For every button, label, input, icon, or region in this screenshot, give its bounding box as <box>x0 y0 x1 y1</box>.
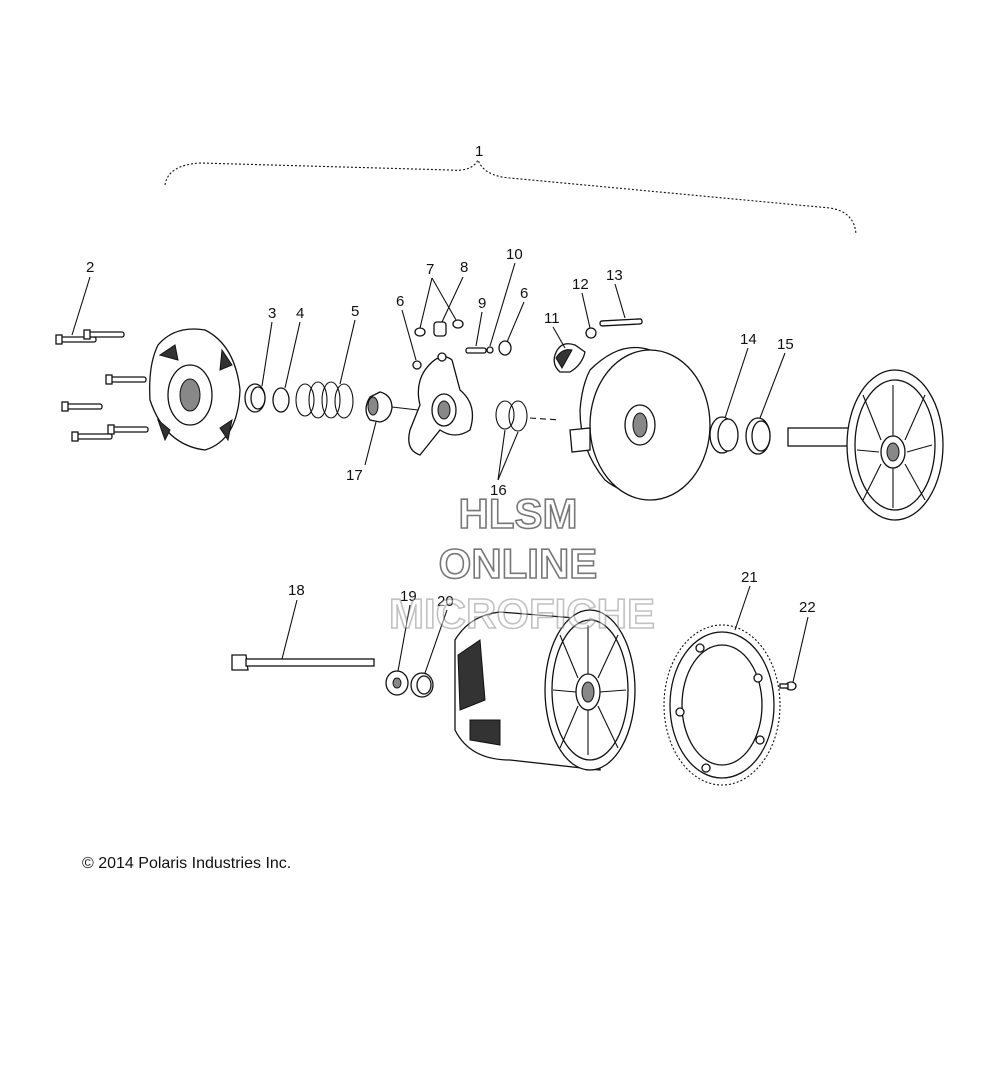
callout-6b: 6 <box>520 285 528 302</box>
callout-10: 10 <box>506 246 523 263</box>
callout-19: 19 <box>400 588 417 605</box>
assembly-bracket <box>164 158 857 236</box>
clutch-assembly <box>454 609 636 771</box>
ring-part-3 <box>244 383 266 413</box>
callout-labels: 1 2 3 4 5 6 7 8 9 10 6 11 12 13 14 15 16… <box>86 143 816 616</box>
callout-2: 2 <box>86 259 94 276</box>
ring-part-15 <box>745 417 771 455</box>
callout-21: 21 <box>741 569 758 586</box>
copyright-notice: © 2014 Polaris Industries Inc. <box>82 855 292 872</box>
callout-11: 11 <box>544 310 560 327</box>
callout-8: 8 <box>460 259 468 276</box>
callout-18: 18 <box>288 582 305 599</box>
callout-5: 5 <box>351 303 359 320</box>
nut-part-12 <box>585 327 597 339</box>
o-rings-part-16 <box>495 400 528 432</box>
pin-part-13 <box>599 318 643 327</box>
watermark-line-3: MICROFICHE <box>389 590 655 637</box>
bushing-part-14 <box>709 416 739 454</box>
callout-22: 22 <box>799 599 816 616</box>
callout-12: 12 <box>572 276 589 293</box>
screw-part-22 <box>779 681 797 691</box>
fixed-sheave <box>787 369 944 521</box>
clutch-cover <box>149 328 241 451</box>
spider-part <box>408 352 474 456</box>
bushing-part-17 <box>365 391 393 423</box>
ring-part-4 <box>272 387 290 413</box>
small-parts-6-to-10 <box>412 319 512 370</box>
callout-3: 3 <box>268 305 276 322</box>
washer-part-19 <box>385 670 409 696</box>
watermark: HLSM ONLINE MICROFICHE <box>388 489 656 638</box>
callout-9: 9 <box>478 295 486 312</box>
spring-part-5 <box>295 381 354 419</box>
callout-4: 4 <box>296 305 304 322</box>
callout-17: 17 <box>346 467 363 484</box>
callout-16: 16 <box>490 482 507 499</box>
callout-7: 7 <box>426 261 434 278</box>
bolts-part-2 <box>55 329 149 442</box>
callout-13: 13 <box>606 267 623 284</box>
leader-lines <box>71 262 809 683</box>
callout-14: 14 <box>740 331 757 348</box>
spacer-part-20 <box>410 672 434 698</box>
bolt-part-18 <box>231 654 375 671</box>
ring-gear-part-21 <box>663 624 781 786</box>
callout-1: 1 <box>475 143 483 160</box>
callout-20: 20 <box>437 593 454 610</box>
callout-15: 15 <box>777 336 794 353</box>
watermark-line-2: ONLINE <box>439 540 598 587</box>
callout-6a: 6 <box>396 293 404 310</box>
weight-part-11 <box>553 343 586 373</box>
moveable-sheave <box>569 346 711 501</box>
watermark-line-1: HLSM <box>459 490 578 537</box>
